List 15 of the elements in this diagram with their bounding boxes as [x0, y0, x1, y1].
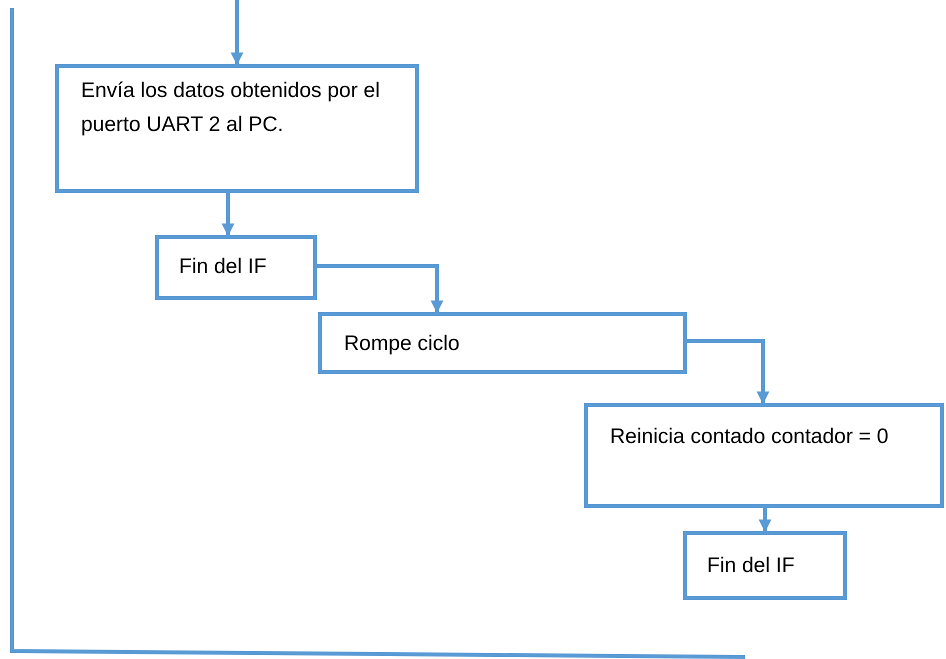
box-text: Fin del IF — [707, 553, 796, 579]
process-box — [155, 235, 317, 300]
process-box — [683, 531, 847, 600]
box-text: Rompe ciclo — [344, 331, 461, 357]
box-text: Envía los datos obtenidos por el puerto UART 2 al PC. — [81, 78, 381, 138]
arrow — [230, 0, 244, 66]
arrow — [758, 508, 772, 532]
box-text: Fin del IF — [179, 254, 268, 280]
arrow — [222, 193, 234, 236]
box-text: Reinicia contado contador = 0 — [610, 424, 890, 450]
arrow — [317, 264, 444, 314]
arrow — [687, 339, 770, 404]
process-box — [55, 64, 419, 193]
process-box — [584, 403, 944, 508]
process-box — [318, 312, 687, 374]
